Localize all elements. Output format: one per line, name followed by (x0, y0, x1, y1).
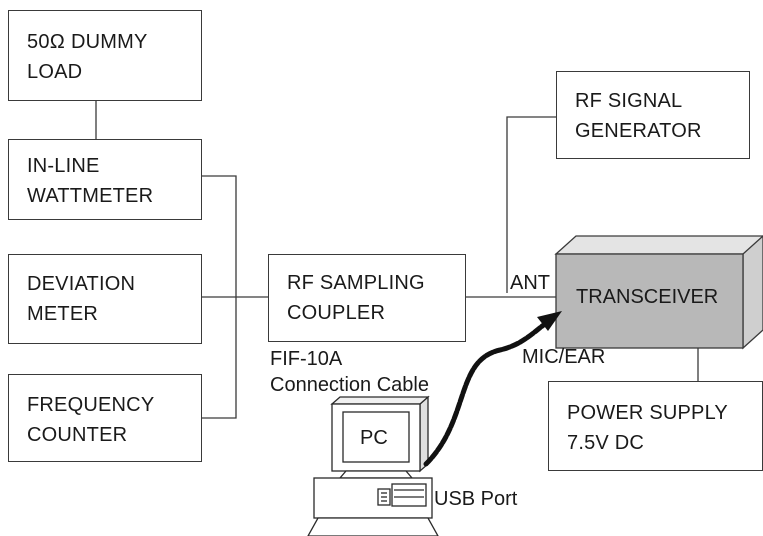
connection-cable-label: FIF-10A Connection Cable (270, 348, 429, 396)
fif-10a-cable (423, 316, 555, 467)
pc-label: PC (360, 427, 388, 449)
rf-sampling-coupler-box: RF SAMPLING COUPLER (268, 254, 466, 342)
mic-ear-label: MIC/EAR (522, 346, 606, 368)
pc-disk-bay (391, 483, 427, 507)
pc-monitor-top (330, 396, 430, 405)
transceiver-side-face (742, 235, 763, 350)
dummy-load-label: 50Ω DUMMY LOAD (27, 31, 148, 83)
transceiver-front-face (555, 253, 744, 349)
wire-generator-to-antenna (506, 116, 556, 293)
pc-keyboard (307, 517, 439, 536)
frequency-counter-label: FREQUENCY COUNTER (27, 394, 155, 446)
rf-signal-generator-box: RF SIGNAL GENERATOR (556, 71, 750, 159)
pc-screen (342, 411, 410, 463)
pc-monitor-stand (338, 470, 414, 479)
transceiver-top-face (554, 235, 763, 255)
frequency-counter-box: FREQUENCY COUNTER (8, 374, 202, 462)
wattmeter-box: IN-LINE WATTMETER (8, 139, 202, 220)
rf-sampling-coupler-label: RF SAMPLING COUPLER (287, 272, 425, 324)
power-supply-label: POWER SUPPLY 7.5V DC (567, 402, 728, 454)
pc-computer (307, 395, 439, 536)
dummy-load-box: 50Ω DUMMY LOAD (8, 10, 202, 101)
transceiver-label: TRANSCEIVER (576, 286, 719, 308)
cable-arrowhead (537, 311, 562, 331)
deviation-meter-box: DEVIATION METER (8, 254, 202, 344)
transceiver-block (554, 235, 763, 350)
wattmeter-label: IN-LINE WATTMETER (27, 155, 154, 207)
deviation-meter-label: DEVIATION METER (27, 273, 136, 325)
rf-signal-generator-label: RF SIGNAL GENERATOR (575, 90, 702, 142)
usb-port-label: USB Port (434, 488, 518, 510)
antenna-label: ANT (510, 272, 550, 294)
power-supply-box: POWER SUPPLY 7.5V DC (548, 381, 763, 471)
